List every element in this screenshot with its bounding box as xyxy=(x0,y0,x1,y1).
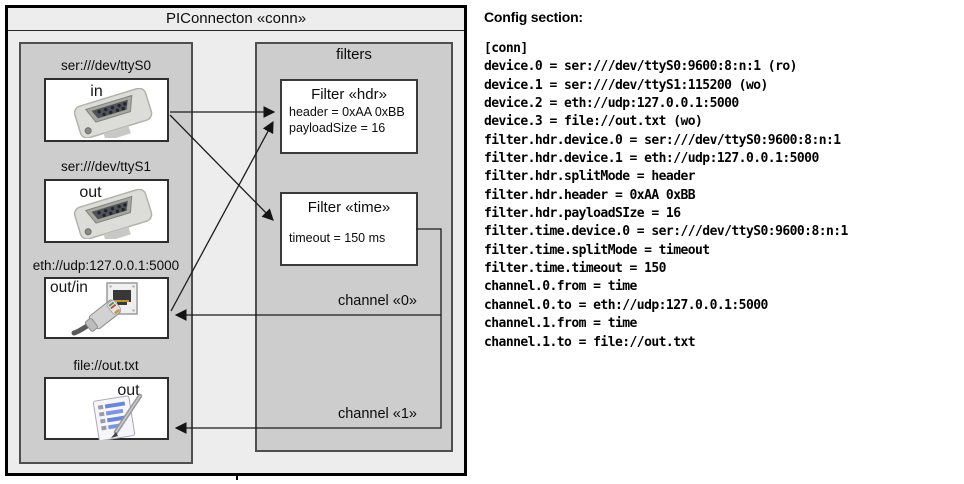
config-heading: Config section: xyxy=(484,9,583,25)
serial-connector-icon xyxy=(60,87,164,143)
filters-panel-title: filters xyxy=(336,46,372,63)
border-notch xyxy=(236,474,238,480)
filter-box-hdr: Filter «hdr» header = 0xAA 0xBB payloadS… xyxy=(280,79,418,154)
device-label-ttys0: ser:///dev/ttyS0 xyxy=(60,58,152,73)
device-label-file: file://out.txt xyxy=(73,358,139,373)
filter-hdr-title: Filter «hdr» xyxy=(311,86,387,103)
filter-hdr-param-header: header = 0xAA 0xBB xyxy=(289,105,405,119)
device-label-ttys1: ser:///dev/ttyS1 xyxy=(60,159,152,174)
connection-diagram: PIConnecton «conn» filters ser:///dev/tt… xyxy=(0,0,476,484)
filter-hdr-param-payloadsize: payloadSize = 16 xyxy=(289,121,386,135)
connection-title: PIConnecton «conn» xyxy=(165,10,307,27)
config-text: [conn] device.0 = ser:///dev/ttyS0:9600:… xyxy=(484,41,848,350)
filter-time-title: Filter «time» xyxy=(307,199,391,216)
channel-1-label: channel «1» xyxy=(337,406,417,422)
device-box-file: out xyxy=(44,377,169,442)
title-separator xyxy=(8,30,464,31)
channel-0-label: channel «0» xyxy=(337,293,417,309)
device-mode-file: out xyxy=(117,382,140,399)
device-box-ttys0: in xyxy=(44,78,169,142)
filter-time-param-timeout: timeout = 150 ms xyxy=(289,231,386,245)
serial-connector-icon xyxy=(60,188,164,244)
device-label-eth: eth://udp:127.0.0.1:5000 xyxy=(32,258,180,273)
device-box-ttys1: out xyxy=(44,179,169,243)
ethernet-plug-icon xyxy=(66,297,136,342)
notepad-icon xyxy=(88,392,150,445)
device-box-eth: out/in xyxy=(44,277,169,339)
filter-box-time: Filter «time» timeout = 150 ms xyxy=(280,192,418,266)
device-mode-eth: out/in xyxy=(50,279,88,296)
device-mode-ttys0: in xyxy=(90,83,103,100)
device-mode-ttys1: out xyxy=(79,184,102,201)
